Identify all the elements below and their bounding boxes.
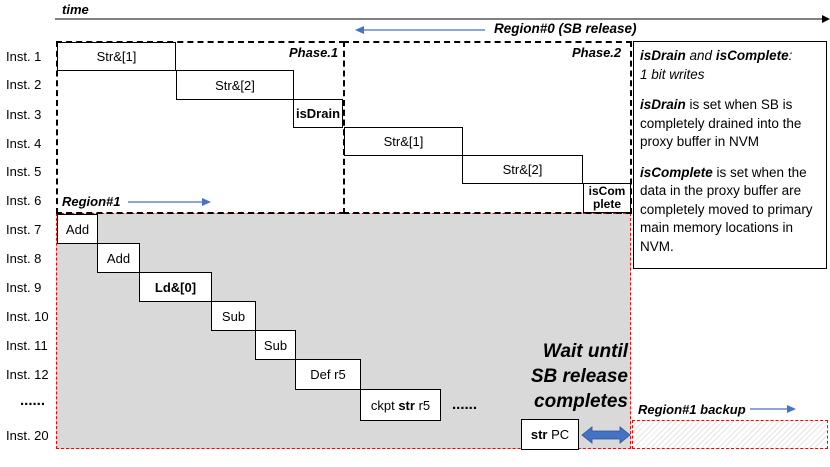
wait-text: Wait until SB release completes: [470, 339, 628, 414]
wait-line: Wait until: [542, 341, 628, 362]
note-iscomplete-2: isComplete: [640, 164, 713, 180]
inst-ellipsis: ......: [20, 392, 46, 409]
op-str2: Str&[2]: [176, 70, 294, 100]
inst-label: Inst. 5: [6, 164, 42, 179]
note-para-1: isDrain and isComplete: 1 bit writes: [640, 47, 820, 84]
region1-backup-arrow: [750, 405, 796, 413]
op-str1-phase2: Str&[1]: [344, 127, 463, 156]
ckpt-str-text: str: [398, 397, 415, 413]
region1-area: [56, 213, 631, 449]
inst-label: Inst. 2: [6, 77, 42, 92]
inst-label: Inst. 8: [6, 251, 42, 266]
op-add: Add: [57, 214, 98, 244]
note-para-2: isDrain is set when SB is completely dra…: [640, 96, 820, 152]
phase1-label: Phase.1: [289, 45, 339, 60]
inst-label: Inst. 4: [6, 136, 42, 151]
inst-label: Inst. 7: [6, 222, 42, 237]
op-str-pc: str PC: [521, 419, 579, 450]
op-str2-phase2: Str&[2]: [462, 155, 583, 184]
op-ckpt-str-r5: ckpt str r5: [360, 389, 441, 421]
region1-arrow: [128, 198, 211, 206]
op-def-r5: Def r5: [295, 359, 361, 390]
note-iscomplete: isComplete: [715, 48, 789, 63]
phase2-label: Phase.2: [572, 45, 622, 60]
op-load: Ld&[0]: [139, 272, 212, 302]
str-pc-pc: PC: [547, 427, 570, 442]
note-iscomplete-desc: is set when the data in the proxy buffer…: [640, 164, 813, 254]
iscomplete-part1: isCom: [588, 184, 626, 198]
note-colon: :: [788, 48, 793, 63]
note-and: and: [685, 48, 716, 63]
ckpt-text: ckpt: [370, 397, 399, 413]
op-sub: Sub: [255, 330, 296, 360]
region1-label: Region#1: [62, 194, 121, 209]
double-arrow: [581, 426, 631, 444]
time-label: time: [62, 2, 89, 17]
wait-line: SB release: [530, 366, 628, 387]
note-isdrain-desc: is set when SB is completely drained int…: [640, 97, 802, 149]
inst-label: Inst. 6: [6, 193, 42, 208]
inst-label: Inst. 11: [6, 338, 48, 353]
ops-ellipsis: ......: [452, 396, 478, 413]
inst-label: Inst. 10: [6, 309, 49, 324]
note-isdrain-2: isDrain: [640, 97, 686, 112]
str-pc-str: str: [530, 427, 548, 442]
note-para-3: isComplete is set when the data in the p…: [640, 164, 820, 257]
note-bit-writes: 1 bit writes: [640, 66, 705, 82]
explanation-note: isDrain and isComplete: 1 bit writes isD…: [633, 41, 827, 269]
iscomplete-part2: plete: [592, 197, 621, 211]
op-isdrain: isDrain: [293, 99, 343, 128]
inst-label: Inst. 12: [6, 367, 49, 382]
op-add: Add: [97, 243, 140, 273]
inst-label: Inst. 9: [6, 280, 42, 295]
region0-label: Region#0 (SB release): [494, 21, 637, 36]
wait-line: completes: [534, 391, 628, 412]
op-iscomplete: isCom plete: [583, 183, 631, 213]
region1-backup-label: Region#1 backup: [638, 402, 746, 417]
ckpt-r5-text: r5: [414, 397, 431, 413]
op-sub: Sub: [211, 301, 256, 331]
inst-label: Inst. 3: [6, 107, 42, 122]
inst-label: Inst. 20: [6, 428, 49, 443]
region0-arrow: [355, 26, 485, 34]
op-str1: Str&[1]: [57, 42, 176, 71]
region1-backup-area: [632, 420, 828, 449]
note-isdrain: isDrain: [640, 48, 686, 63]
time-arrow: [55, 15, 830, 23]
inst-label: Inst. 1: [6, 49, 42, 64]
